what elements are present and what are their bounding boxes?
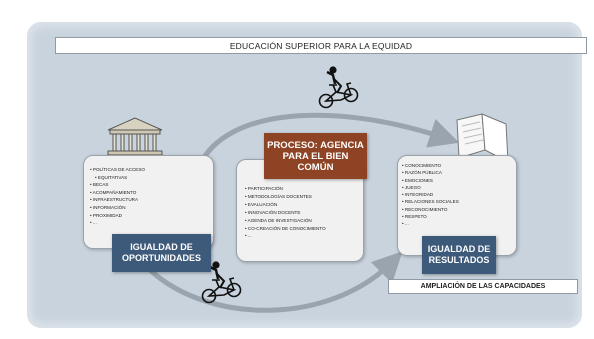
- list-item: RELACIONES SOCIALES: [402, 198, 459, 205]
- footer-label: AMPLIACIÓN DE LAS CAPACIDADES: [388, 279, 578, 294]
- middle-list: PARTICIPACIÓN METODOLOGÍAS DOCENTES EVAL…: [245, 185, 326, 240]
- list-item: EQUITATIVAS: [90, 174, 145, 182]
- list-item: CO-CREACIÓN DE CONOCIMIENTO: [245, 225, 326, 233]
- list-item: ...: [245, 232, 326, 240]
- diagram-title: EDUCACIÓN SUPERIOR PARA LA EQUIDAD: [55, 37, 587, 54]
- badge-igualdad-resultados: IGUALDAD DE RESULTADOS: [422, 236, 496, 274]
- list-item: METODOLOGÍAS DOCENTES: [245, 193, 326, 201]
- list-item: INFORMACIÓN: [90, 204, 145, 212]
- badge-igualdad-oportunidades: IGUALDAD DE OPORTUNIDADES: [112, 234, 211, 272]
- list-item: INFRAESTRUCTURA: [90, 196, 145, 204]
- list-item: AGENDA DE INVESTIGACIÓN: [245, 217, 326, 225]
- arrow-top: [197, 112, 460, 167]
- arrow-bottom: [148, 251, 403, 313]
- list-item: EVALUACIÓN: [245, 201, 326, 209]
- list-item: EMOCIONES: [402, 177, 459, 184]
- list-item: RECONOCIMIENTO: [402, 206, 459, 213]
- list-item: PARTICIPACIÓN: [245, 185, 326, 193]
- right-list: CONOCIMIENTO RAZÓN PÚBLICA EMOCIONES JUE…: [402, 162, 459, 228]
- list-item: INTEGRIDAD: [402, 191, 459, 198]
- list-item: RAZÓN PÚBLICA: [402, 169, 459, 176]
- badge-line: PROCESO: AGENCIA: [267, 139, 364, 151]
- list-item: JUEGO: [402, 184, 459, 191]
- badge-line: RESULTADOS: [428, 255, 490, 265]
- badge-line: IGUALDAD DE: [427, 244, 491, 254]
- left-list: POLÍTICAS DE ACCESO EQUITATIVAS BECAS AC…: [90, 166, 145, 227]
- list-item: INNOVACIÓN DOCENTE: [245, 209, 326, 217]
- badge-line: OPORTUNIDADES: [121, 253, 201, 263]
- badge-line: IGUALDAD DE: [130, 242, 193, 252]
- university-building-icon: [107, 117, 163, 156]
- list-item: BECAS: [90, 181, 145, 189]
- list-item: ...: [402, 220, 459, 227]
- list-item: RESPETO: [402, 213, 459, 220]
- open-book-icon: [456, 113, 509, 163]
- list-item: ...: [90, 219, 145, 227]
- list-item: POLÍTICAS DE ACCESO: [90, 166, 145, 174]
- badge-line: PARA EL BIEN: [282, 150, 349, 162]
- list-item: ACOMPAÑAMIENTO: [90, 189, 145, 197]
- bicycle-icon: [201, 261, 242, 304]
- list-item: CONOCIMIENTO: [402, 162, 459, 169]
- badge-proceso-agencia: PROCESO: AGENCIA PARA EL BIEN COMÚN: [264, 133, 367, 179]
- bicycle-icon: [318, 66, 359, 109]
- badge-line: COMÚN: [297, 161, 334, 173]
- list-item: PROXIMIDAD: [90, 212, 145, 220]
